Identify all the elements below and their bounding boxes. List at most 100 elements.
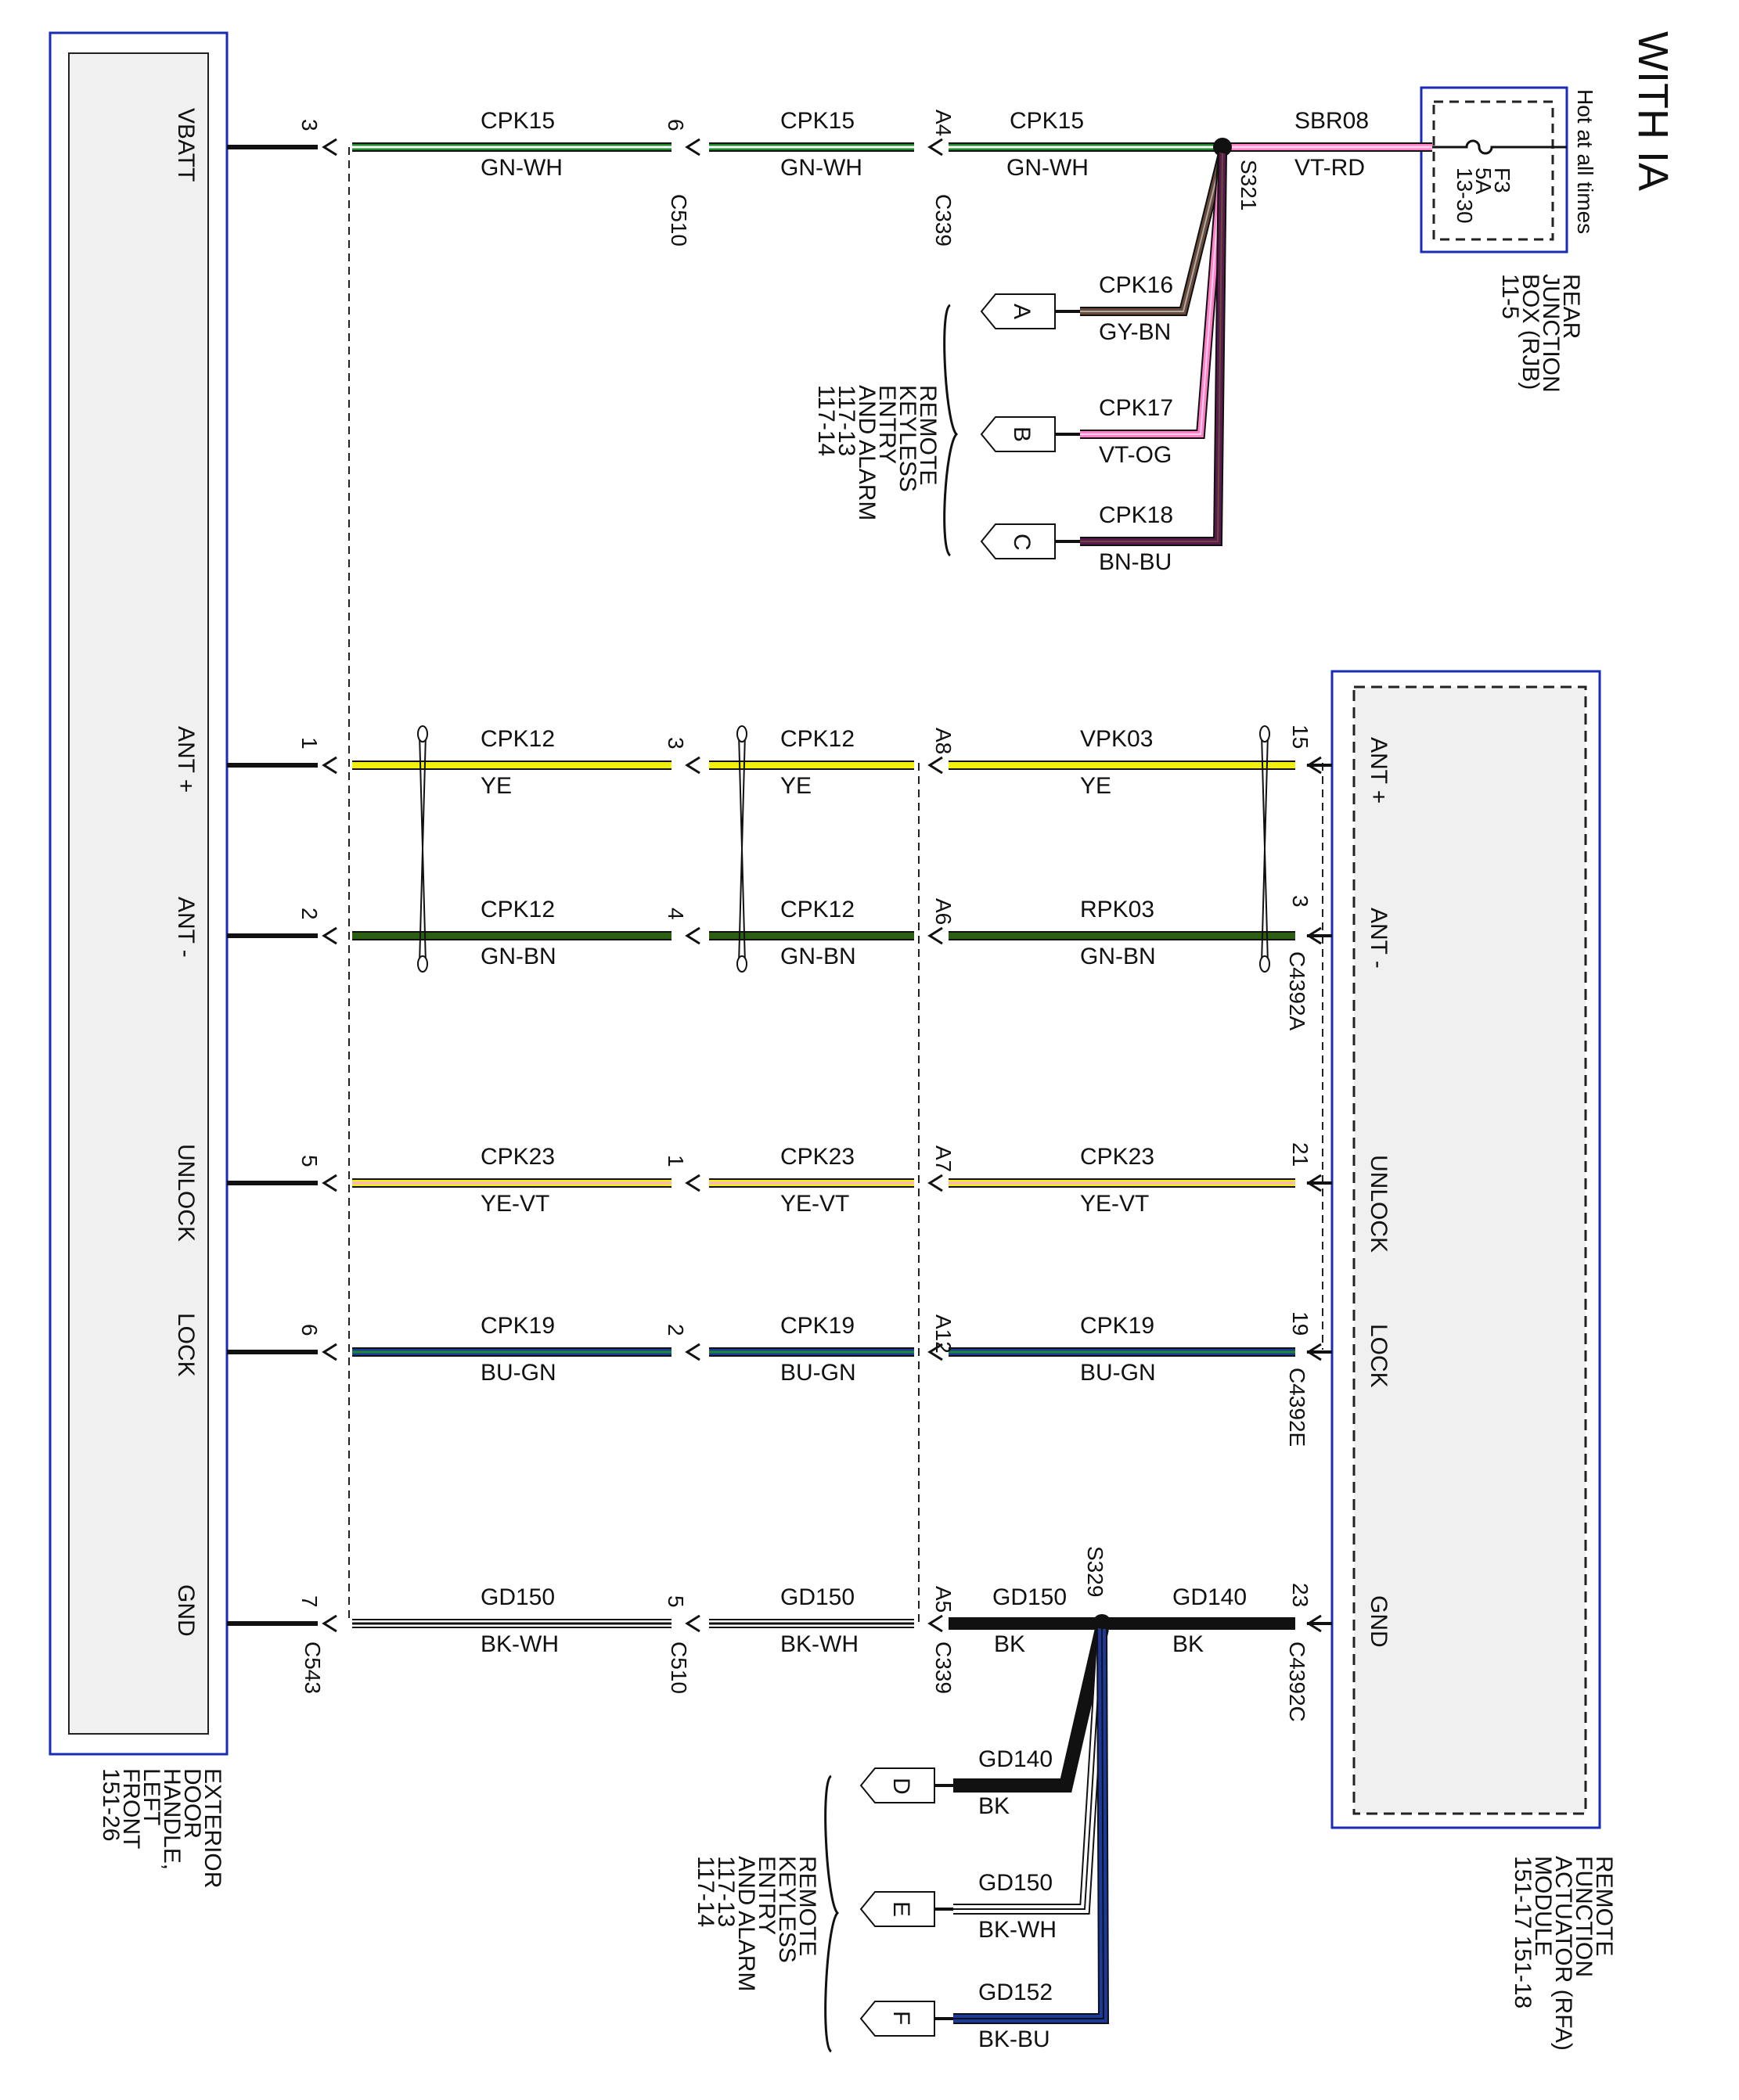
- connector-c4392e: C4392E: [1285, 1368, 1309, 1447]
- twist-x-0: [419, 733, 427, 965]
- rfa-pin-lock: LOCK: [1366, 1324, 1392, 1388]
- arrow-c339-gnd: [927, 1614, 943, 1633]
- circuit-ant_neg-1: CPK12: [780, 897, 855, 922]
- color-ant_neg-0: GN-BN: [481, 944, 556, 969]
- circuit-branch-c: CPK18: [1099, 502, 1173, 528]
- ref-brace-top: [943, 304, 959, 557]
- pin-c543-ant_neg: 2: [297, 908, 322, 920]
- color-gnd-3: BK: [1172, 1631, 1204, 1657]
- svg-text:KEYLESS: KEYLESS: [895, 385, 920, 492]
- twist-x-2: [1261, 733, 1269, 965]
- pin-c339-ant_pos: A8: [931, 728, 956, 754]
- circuit-ant_neg-0: CPK12: [481, 897, 555, 922]
- color-vbatt-2: GN-WH: [1006, 155, 1089, 181]
- connector-c543: C543: [301, 1642, 325, 1694]
- twist-top-2: [1259, 725, 1270, 743]
- circuit-gnd-2: GD150: [992, 1584, 1067, 1610]
- arrow-c543-unlock: [322, 1174, 337, 1192]
- arrow-c510-ant_pos: [685, 756, 700, 775]
- ref-bottom-label: REMOTE KEYLESS ENTRY AND ALARM 117-13 11…: [693, 1856, 820, 1991]
- svg-text:REAR: REAR: [1558, 274, 1584, 339]
- svg-text:AND ALARM: AND ALARM: [733, 1856, 759, 1991]
- pin-c543-vbatt: 3: [297, 119, 322, 131]
- circuit-ant_pos-1: CPK12: [780, 726, 855, 752]
- color-lock-1: BU-GN: [780, 1360, 856, 1386]
- connector-shells: [348, 147, 1323, 1624]
- svg-text:REMOTE: REMOTE: [794, 1856, 820, 1956]
- pin-rfa-gnd: 23: [1288, 1583, 1312, 1607]
- branch-c: [1080, 153, 1227, 546]
- tag-b: [980, 416, 1056, 452]
- pin-c510-ant_pos: 3: [664, 737, 688, 750]
- color-gnd-1: BK-WH: [780, 1631, 859, 1657]
- circuit-ant_neg-2: RPK03: [1080, 897, 1154, 922]
- splice-s329: S329: [1083, 1546, 1107, 1597]
- svg-text:ACTUATOR (RFA): ACTUATOR (RFA): [1550, 1856, 1576, 2051]
- svg-text:117-14: 117-14: [693, 1856, 718, 1927]
- circuit-unlock-1: CPK23: [780, 1144, 855, 1170]
- svg-text:MODULE: MODULE: [1530, 1856, 1556, 1956]
- color-ant_neg-2: GN-BN: [1080, 944, 1156, 969]
- pin-c543-ant_pos: 1: [297, 737, 322, 750]
- svg-text:BOX (RJB): BOX (RJB): [1518, 274, 1543, 390]
- wires-layer: [227, 138, 1432, 2037]
- tag-letter-e: E: [888, 1901, 914, 1917]
- connector-c510-bottom: C510: [667, 1642, 691, 1694]
- pin-c339-vbatt: A4: [931, 110, 956, 136]
- svg-text:ENTRY: ENTRY: [754, 1856, 779, 1935]
- color-vbatt-1: GN-WH: [780, 155, 862, 181]
- color-unlock-0: YE-VT: [481, 1191, 549, 1217]
- connector-c339-bottom: C339: [931, 1642, 956, 1694]
- svg-text:EXTERIOR: EXTERIOR: [200, 1768, 225, 1888]
- twist-x-1: [738, 733, 746, 965]
- branch-d: [953, 1627, 1109, 1793]
- color-sbr08: VT-RD: [1294, 155, 1365, 181]
- connector-c4392a: C4392A: [1285, 951, 1309, 1031]
- circuit-branch-b: CPK17: [1099, 395, 1173, 421]
- arrow-c339-vbatt: [927, 138, 943, 156]
- color-ant_pos-2: YE: [1080, 773, 1111, 799]
- circuit-sbr08: SBR08: [1294, 108, 1369, 134]
- svg-text:117-13: 117-13: [833, 385, 859, 456]
- rfa-pin-ant_neg: ANT -: [1366, 908, 1392, 969]
- circuit-branch-a: CPK16: [1099, 272, 1173, 298]
- svg-text:ENTRY: ENTRY: [874, 385, 900, 464]
- pin-c510-gnd: 5: [664, 1595, 688, 1608]
- arrow-c510-lock: [685, 1343, 700, 1361]
- circuit-gnd-1: GD150: [780, 1584, 855, 1610]
- branch-e: [953, 1628, 1107, 1915]
- svg-text:Hot at all times: Hot at all times: [1573, 89, 1597, 234]
- fuse-label: F3 5A 13-30: [1453, 167, 1514, 224]
- svg-text:117-14: 117-14: [813, 385, 839, 456]
- circuit-vbatt-0: CPK15: [481, 108, 555, 134]
- color-ant_neg-1: GN-BN: [780, 944, 856, 969]
- arrow-c339-ant_neg: [927, 926, 943, 945]
- branch-a: [1080, 152, 1227, 316]
- left-pin-ant_pos: ANT +: [173, 726, 199, 793]
- twist-top-0: [417, 725, 428, 743]
- twist-bot-0: [417, 955, 428, 973]
- svg-text:FUNCTION: FUNCTION: [1571, 1856, 1597, 1977]
- rfa-module-label: REMOTE FUNCTION ACTUATOR (RFA) MODULE 15…: [1510, 1856, 1617, 2051]
- arrow-c543-lock: [322, 1343, 337, 1361]
- svg-text:5A: 5A: [1471, 167, 1496, 195]
- pin-c510-ant_neg: 4: [664, 908, 688, 920]
- color-gnd-2: BK: [994, 1631, 1025, 1657]
- pin-c543-unlock: 5: [297, 1155, 322, 1167]
- color-lock-2: BU-GN: [1080, 1360, 1156, 1386]
- rfa-module: [1330, 670, 1601, 1829]
- color-unlock-2: YE-VT: [1080, 1191, 1149, 1217]
- arrow-c543-ant_pos: [322, 756, 337, 775]
- fuse-symbol: [1432, 139, 1567, 155]
- pin-c339-ant_neg: A6: [931, 898, 956, 925]
- tag-e: [859, 1891, 935, 1927]
- circuit-lock-0: CPK19: [481, 1313, 555, 1339]
- circuit-gnd-3: GD140: [1172, 1584, 1247, 1610]
- splice-s321: S321: [1237, 160, 1261, 210]
- circuit-vbatt-2: CPK15: [1010, 108, 1084, 134]
- svg-text:AND ALARM: AND ALARM: [854, 385, 880, 520]
- circuit-lock-2: CPK19: [1080, 1313, 1154, 1339]
- pin-rfa-ant_pos: 15: [1288, 725, 1312, 749]
- circuit-gnd-0: GD150: [481, 1584, 555, 1610]
- arrow-rfa-unlock: [1306, 1174, 1322, 1192]
